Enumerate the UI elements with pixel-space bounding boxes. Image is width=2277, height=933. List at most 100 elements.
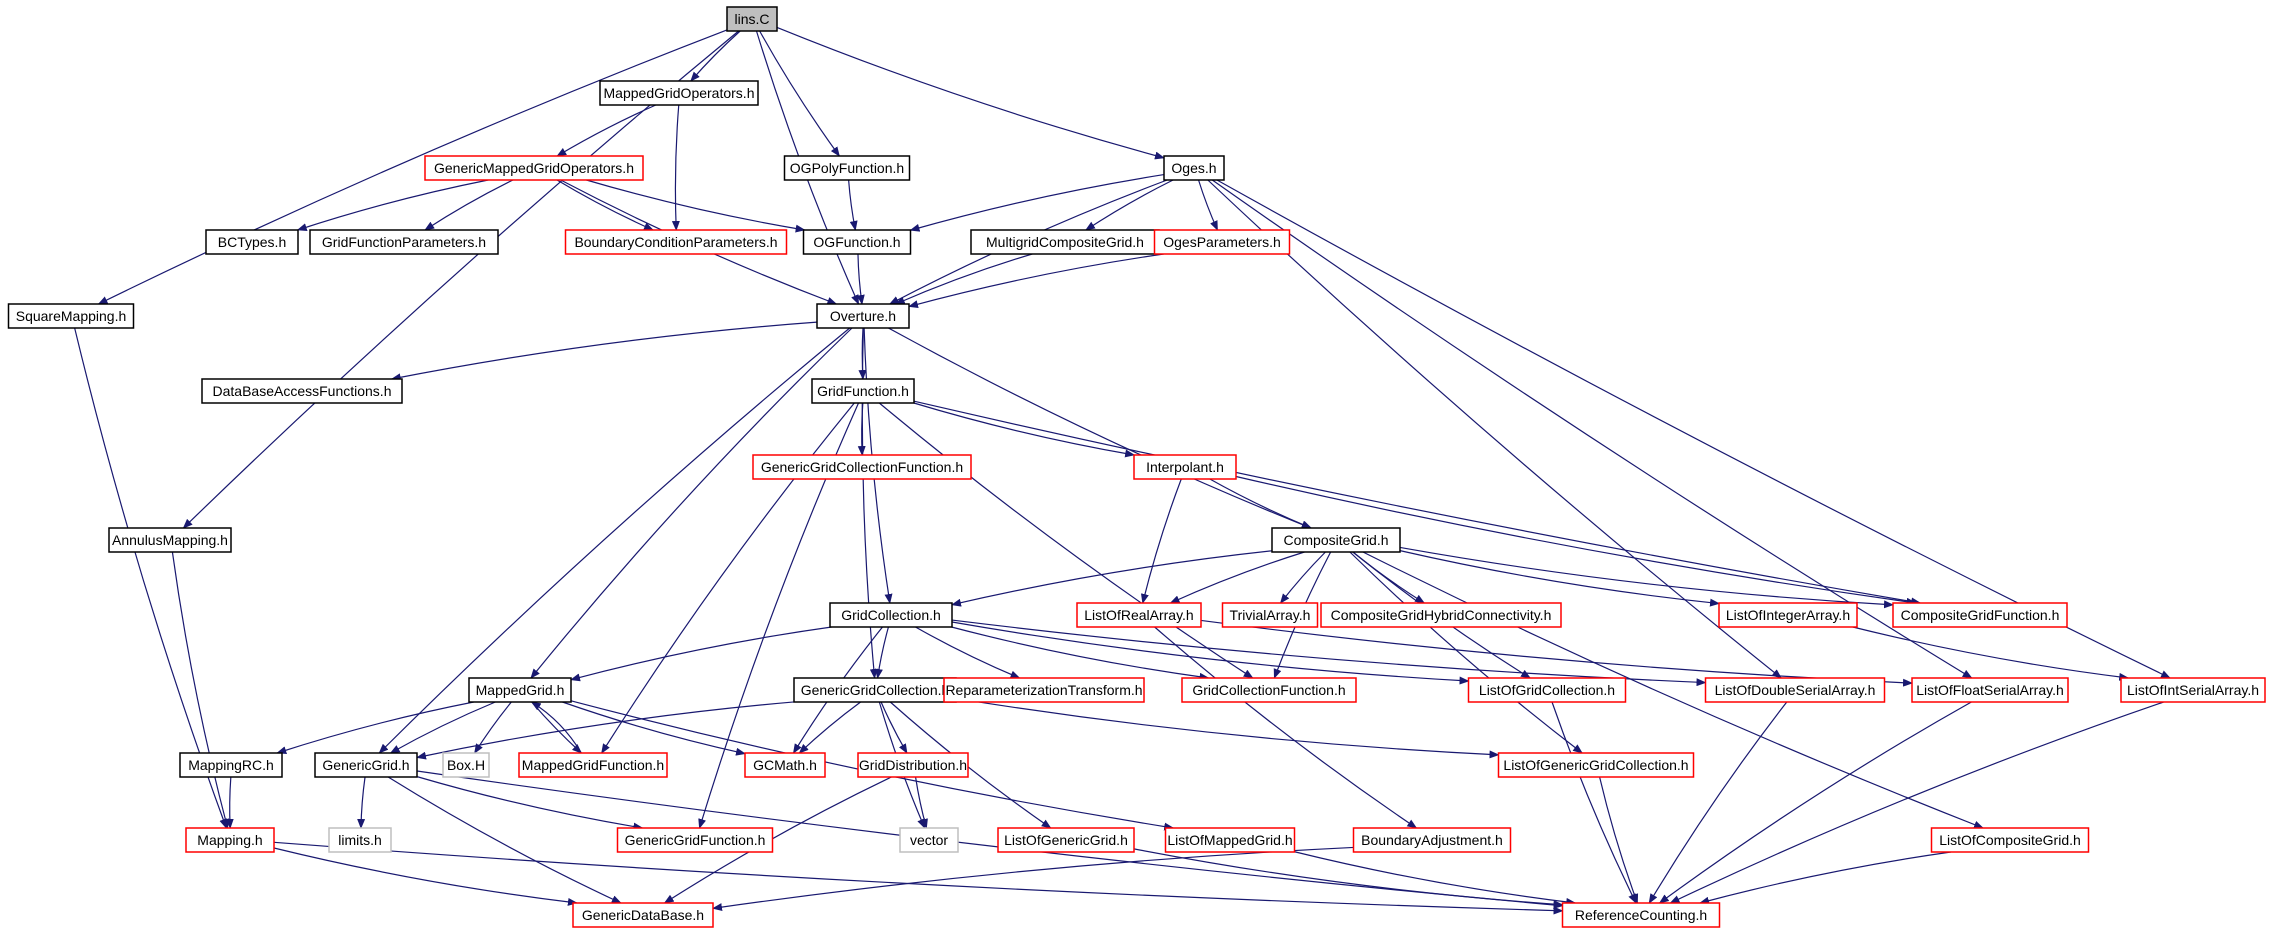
node-lins_c[interactable]: lins.C: [726, 6, 778, 32]
node-loggrid[interactable]: ListOfGenericGrid.h: [997, 827, 1135, 853]
node-gridcoll[interactable]: GridCollection.h: [829, 602, 953, 628]
node-label: GridFunction.h: [817, 383, 909, 399]
node-ggcf[interactable]: GenericGridCollectionFunction.h: [752, 454, 972, 480]
edge-genericgrid-to-limits: [357, 776, 366, 829]
edge-compgrid-to-loggc: [1349, 551, 1583, 754]
edge-gmgo-to-bcp: [556, 179, 654, 231]
node-bctypes[interactable]: BCTypes.h: [205, 229, 299, 255]
node-box: [1352, 827, 1512, 853]
edge-genericgrid-to-refcount: [416, 770, 1564, 909]
node-dbaf[interactable]: DataBaseAccessFunctions.h: [201, 378, 403, 404]
node-box: [1076, 602, 1202, 628]
node-label: DataBaseAccessFunctions.h: [213, 383, 392, 399]
node-box: [1320, 602, 1562, 628]
node-label: GridFunctionParameters.h: [322, 234, 486, 250]
node-label: CompositeGridHybridConnectivity.h: [1331, 607, 1552, 623]
edge-compgrid-to-cgf: [1399, 546, 1894, 609]
node-label: ListOfMappedGrid.h: [1167, 832, 1292, 848]
node-gmgo[interactable]: GenericMappedGridOperators.h: [424, 155, 644, 181]
node-box: [328, 827, 392, 853]
node-box: [802, 229, 912, 255]
node-label: MappedGridOperators.h: [604, 85, 755, 101]
node-lora[interactable]: ListOfRealArray.h: [1076, 602, 1202, 628]
node-gdb[interactable]: GenericDataBase.h: [572, 902, 714, 928]
node-refcount[interactable]: ReferenceCounting.h: [1561, 902, 1721, 928]
node-box: [1153, 229, 1291, 255]
node-mappingrc[interactable]: MappingRC.h: [179, 752, 283, 778]
node-cgf[interactable]: CompositeGridFunction.h: [1892, 602, 2068, 628]
edge-mapping-to-gdb: [273, 847, 578, 906]
node-mgcg[interactable]: MultigridCompositeGrid.h: [970, 229, 1160, 255]
node-lofsa[interactable]: ListOfFloatSerialArray.h: [1911, 677, 2069, 703]
file-nodes: lins.C MappedGridOperators.hGenericMapped…: [7, 6, 2266, 928]
node-label: AnnulusMapping.h: [112, 532, 228, 548]
node-lomg[interactable]: ListOfMappedGrid.h: [1164, 827, 1296, 853]
edge-ogfunc-to-overture: [856, 253, 865, 305]
node-gcf[interactable]: GridCollectionFunction.h: [1181, 677, 1357, 703]
node-oges[interactable]: Oges.h: [1163, 155, 1225, 181]
node-label: GridCollectionFunction.h: [1192, 682, 1345, 698]
node-label: GenericGridCollection.h: [801, 682, 950, 698]
edge-mappedgrid-to-mgf: [531, 701, 583, 754]
edge-overture-to-dbaf: [390, 321, 818, 382]
node-mgf[interactable]: MappedGridFunction.h: [518, 752, 668, 778]
node-mgo[interactable]: MappedGridOperators.h: [599, 80, 759, 106]
node-loisa[interactable]: ListOfIntSerialArray.h: [2120, 677, 2266, 703]
edge-gridcoll-to-reptrans: [915, 626, 1021, 679]
edge-gridcoll-to-lodsa: [951, 619, 1707, 687]
dependency-edges: [74, 26, 2171, 915]
node-ogfunc[interactable]: OGFunction.h: [802, 229, 912, 255]
node-interp[interactable]: Interpolant.h: [1133, 454, 1237, 480]
node-loggc[interactable]: ListOfGenericGridCollection.h: [1497, 752, 1695, 778]
edge-overture-to-compgrid: [888, 327, 1312, 529]
node-label: GCMath.h: [753, 757, 817, 773]
node-overture[interactable]: Overture.h: [816, 303, 910, 329]
node-label: Mapping.h: [197, 832, 262, 848]
edge-oges-to-mgcg: [1085, 179, 1174, 231]
node-label: GenericGridFunction.h: [625, 832, 766, 848]
node-griddist[interactable]: GridDistribution.h: [857, 752, 969, 778]
node-logc[interactable]: ListOfGridCollection.h: [1467, 677, 1627, 703]
node-sqmap[interactable]: SquareMapping.h: [7, 303, 135, 329]
node-annmap[interactable]: AnnulusMapping.h: [108, 527, 232, 553]
node-label: Overture.h: [830, 308, 896, 324]
node-limits[interactable]: limits.h: [328, 827, 392, 853]
node-loia[interactable]: ListOfIntegerArray.h: [1718, 602, 1858, 628]
edge-gridfunc-to-cgf: [913, 400, 1922, 606]
node-label: ListOfRealArray.h: [1084, 607, 1193, 623]
edge-gmgo-to-gfp: [424, 179, 514, 231]
node-ogpoly[interactable]: OGPolyFunction.h: [783, 155, 911, 181]
node-label: OgesParameters.h: [1163, 234, 1281, 250]
edge-gridcoll-to-gcf: [951, 626, 1210, 681]
node-ggf[interactable]: GenericGridFunction.h: [616, 827, 774, 853]
node-ggc[interactable]: GenericGridCollection.h: [793, 677, 957, 703]
node-box: [1164, 827, 1296, 853]
node-vector[interactable]: vector: [899, 827, 959, 853]
node-genericgrid[interactable]: GenericGrid.h: [314, 752, 418, 778]
node-cghc[interactable]: CompositeGridHybridConnectivity.h: [1320, 602, 1562, 628]
node-boxh[interactable]: Box.H: [442, 752, 490, 778]
node-box: [205, 229, 299, 255]
node-gfp[interactable]: GridFunctionParameters.h: [309, 229, 499, 255]
node-lodsa[interactable]: ListOfDoubleSerialArray.h: [1704, 677, 1886, 703]
node-gridfunc[interactable]: GridFunction.h: [811, 378, 915, 404]
edge-logc-to-refcount: [1551, 701, 1637, 904]
node-box: [1718, 602, 1858, 628]
edge-compgrid-to-gridcoll: [951, 550, 1273, 607]
node-bcp[interactable]: BoundaryConditionParameters.h: [564, 229, 788, 255]
node-compgrid[interactable]: CompositeGrid.h: [1271, 527, 1401, 553]
node-mapping[interactable]: Mapping.h: [185, 827, 275, 853]
node-reptrans[interactable]: ReparameterizationTransform.h: [943, 677, 1145, 703]
node-badj[interactable]: BoundaryAdjustment.h: [1352, 827, 1512, 853]
node-trivarr[interactable]: TrivialArray.h: [1221, 602, 1319, 628]
node-label: ListOfIntegerArray.h: [1726, 607, 1850, 623]
node-gcmath[interactable]: GCMath.h: [744, 752, 826, 778]
edge-mgf-to-mappedgrid: [530, 701, 582, 754]
node-mappedgrid[interactable]: MappedGrid.h: [468, 677, 572, 703]
edge-interp-to-cgf: [1235, 475, 1917, 606]
node-ogesp[interactable]: OgesParameters.h: [1153, 229, 1291, 255]
node-locg[interactable]: ListOfCompositeGrid.h: [1930, 827, 2090, 853]
node-label: limits.h: [338, 832, 382, 848]
edge-compgrid-to-locg: [1362, 551, 1984, 829]
edge-lora-to-lofsa: [1200, 619, 1913, 687]
